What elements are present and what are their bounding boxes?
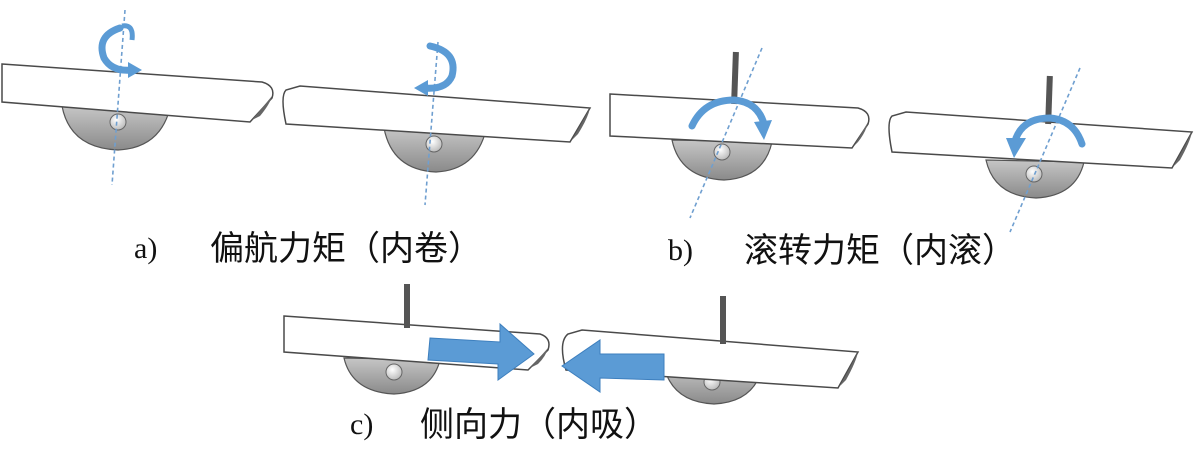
roll-arrow	[688, 96, 768, 130]
plate-body	[1, 63, 274, 123]
plate-edge-shade	[854, 122, 868, 146]
yaw-arrow	[420, 42, 457, 92]
plate-edge-shade	[252, 96, 272, 120]
roll-axis	[1009, 67, 1081, 233]
mast-pin	[1045, 75, 1053, 125]
roll-axis	[689, 47, 763, 219]
roll-arrow-head	[754, 120, 772, 140]
rotation-axis	[424, 41, 439, 206]
caption-a-label: a)	[134, 232, 158, 265]
element-b-right	[888, 67, 1194, 233]
caption-a-text: 偏航力矩（内卷）	[210, 229, 482, 269]
roll-arrow-head	[1006, 138, 1026, 158]
plate-body	[609, 93, 870, 149]
wheel-hub	[713, 143, 731, 161]
element-b-left	[609, 47, 870, 219]
panel-b	[609, 47, 1194, 233]
roll-arrow	[1012, 114, 1086, 148]
caption-c-text: 侧向力（内吸）	[420, 405, 658, 445]
rotation-axis	[111, 9, 126, 186]
yaw-arrow-head	[128, 62, 142, 78]
panel-c	[283, 284, 860, 405]
yaw-arrow-head	[414, 80, 428, 96]
caption-c-label: c)	[350, 408, 374, 441]
lateral-arrow-left	[561, 339, 665, 393]
plate-body	[282, 85, 592, 143]
plate-edge-shade	[1174, 132, 1192, 166]
panel-a	[1, 9, 592, 206]
plate-body	[888, 111, 1194, 169]
element-a-left	[1, 9, 274, 186]
wheel-hub	[109, 113, 127, 131]
plate-edge-shade	[530, 348, 548, 368]
plate-edge-shade	[572, 108, 590, 140]
element-c-right	[561, 296, 860, 405]
yaw-arrow-tail	[121, 23, 135, 41]
lateral-arrow-right	[427, 322, 535, 381]
wheel-hub	[385, 363, 403, 381]
mast-pin	[731, 51, 739, 105]
mast-pin	[404, 284, 410, 328]
element-a-right	[282, 41, 592, 206]
element-c-left	[283, 284, 550, 395]
caption-b-text: 滚转力矩（内滚）	[744, 231, 1016, 271]
yaw-arrow	[98, 24, 136, 74]
caption-b-label: b)	[668, 234, 693, 267]
plate-edge-shade	[840, 352, 858, 386]
wheel-hub	[425, 135, 443, 153]
mast-pin	[720, 296, 726, 344]
